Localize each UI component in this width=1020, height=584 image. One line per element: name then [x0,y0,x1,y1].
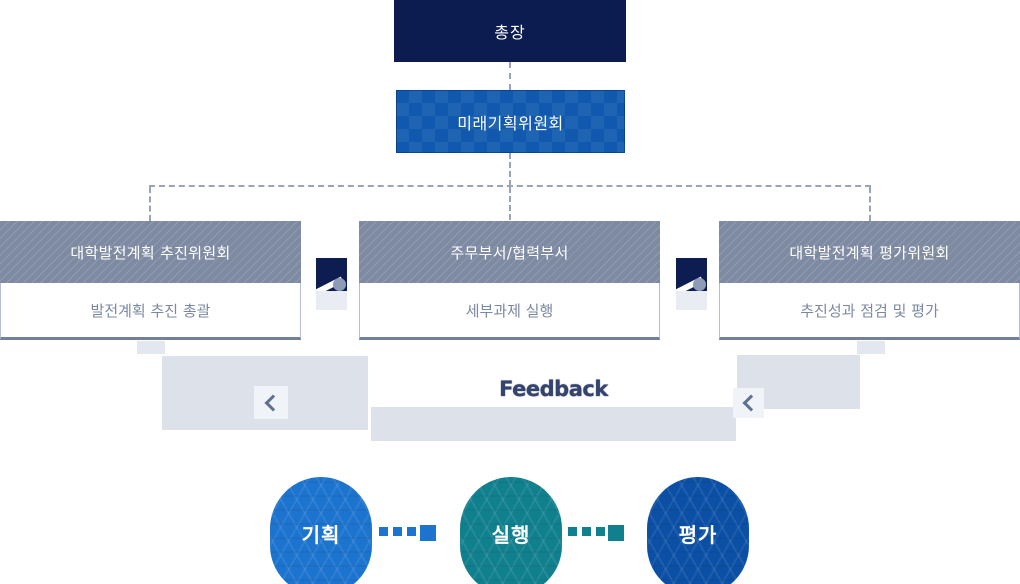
connector-president [509,62,511,90]
committee-card-departments: 주무부서/협력부서 세부과제 실행 [359,221,660,340]
committee-title: 대학발전계획 추진위원회 [70,243,231,262]
connector-horizontal [149,185,871,187]
process-step-label: 기획 [301,522,341,547]
future-committee-label: 미래기획위원회 [457,113,564,133]
flow-dot [393,527,402,536]
connector-drop-left [149,187,151,221]
committee-card-promotion: 대학발전계획 추진위원회 발전계획 추진 총괄 [0,221,301,340]
process-step-label: 실행 [491,522,531,547]
connector-drop-right [869,187,871,221]
flow-dot [582,527,591,536]
committee-title: 주무부서/협력부서 [450,243,569,262]
process-step-planning: 기획 [270,477,372,584]
flow-dot-large [420,525,436,541]
flow-dot-large [608,525,624,541]
chevron-left-icon [254,386,288,419]
committee-title: 대학발전계획 평가위원회 [789,243,950,262]
process-step-evaluation: 평가 [647,477,749,584]
committee-role: 발전계획 추진 총괄 [90,301,211,320]
flow-dot [568,527,577,536]
flow-dot [596,527,605,536]
feedback-stub-right [857,341,885,354]
flow-arrow-icon [316,258,347,310]
committee-role: 추진성과 점검 및 평가 [800,301,939,320]
feedback-stub-left [137,341,165,354]
committee-body: 세부과제 실행 [359,283,660,340]
connector-future [509,153,511,186]
future-committee-box: 미래기획위원회 [396,90,625,153]
committee-header: 주무부서/협력부서 [359,221,660,283]
committee-header: 대학발전계획 추진위원회 [0,221,301,283]
connector-drop-center [509,187,511,220]
flow-dot [379,527,388,536]
committee-body: 추진성과 점검 및 평가 [719,283,1020,340]
president-label: 총장 [494,23,526,42]
committee-body: 발전계획 추진 총괄 [0,283,301,340]
committee-role: 세부과제 실행 [465,301,554,320]
process-step-execution: 실행 [460,477,562,584]
feedback-bar-center [371,407,736,441]
president-box: 총장 [394,0,626,62]
flow-arrow-icon [676,258,707,310]
committee-card-evaluation: 대학발전계획 평가위원회 추진성과 점검 및 평가 [719,221,1020,340]
process-step-label: 평가 [678,522,718,547]
flow-dot [407,527,416,536]
committee-header: 대학발전계획 평가위원회 [719,221,1020,283]
feedback-label: Feedback [499,377,608,401]
chevron-left-icon [733,388,764,418]
